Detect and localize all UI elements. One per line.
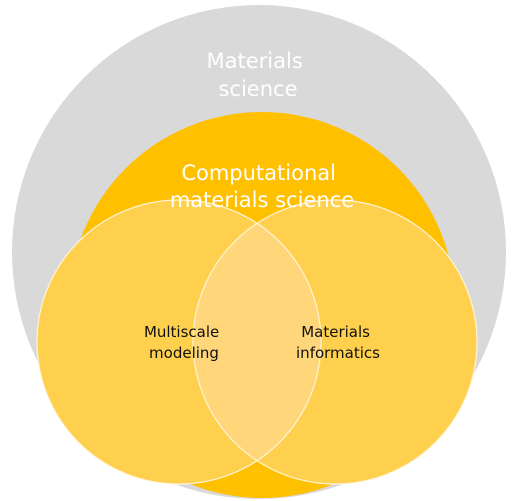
multiscale-modeling-label: Multiscale modeling <box>144 323 224 362</box>
multiscale-modeling-outline <box>36 199 322 485</box>
materials-informatics-label: Materials informatics <box>296 323 380 362</box>
overlap-region <box>193 200 321 484</box>
materials-science-label: Materials science <box>207 49 310 101</box>
materials-informatics-outline <box>192 199 478 485</box>
computational-materials-science-label: Computational materials science <box>170 161 354 212</box>
